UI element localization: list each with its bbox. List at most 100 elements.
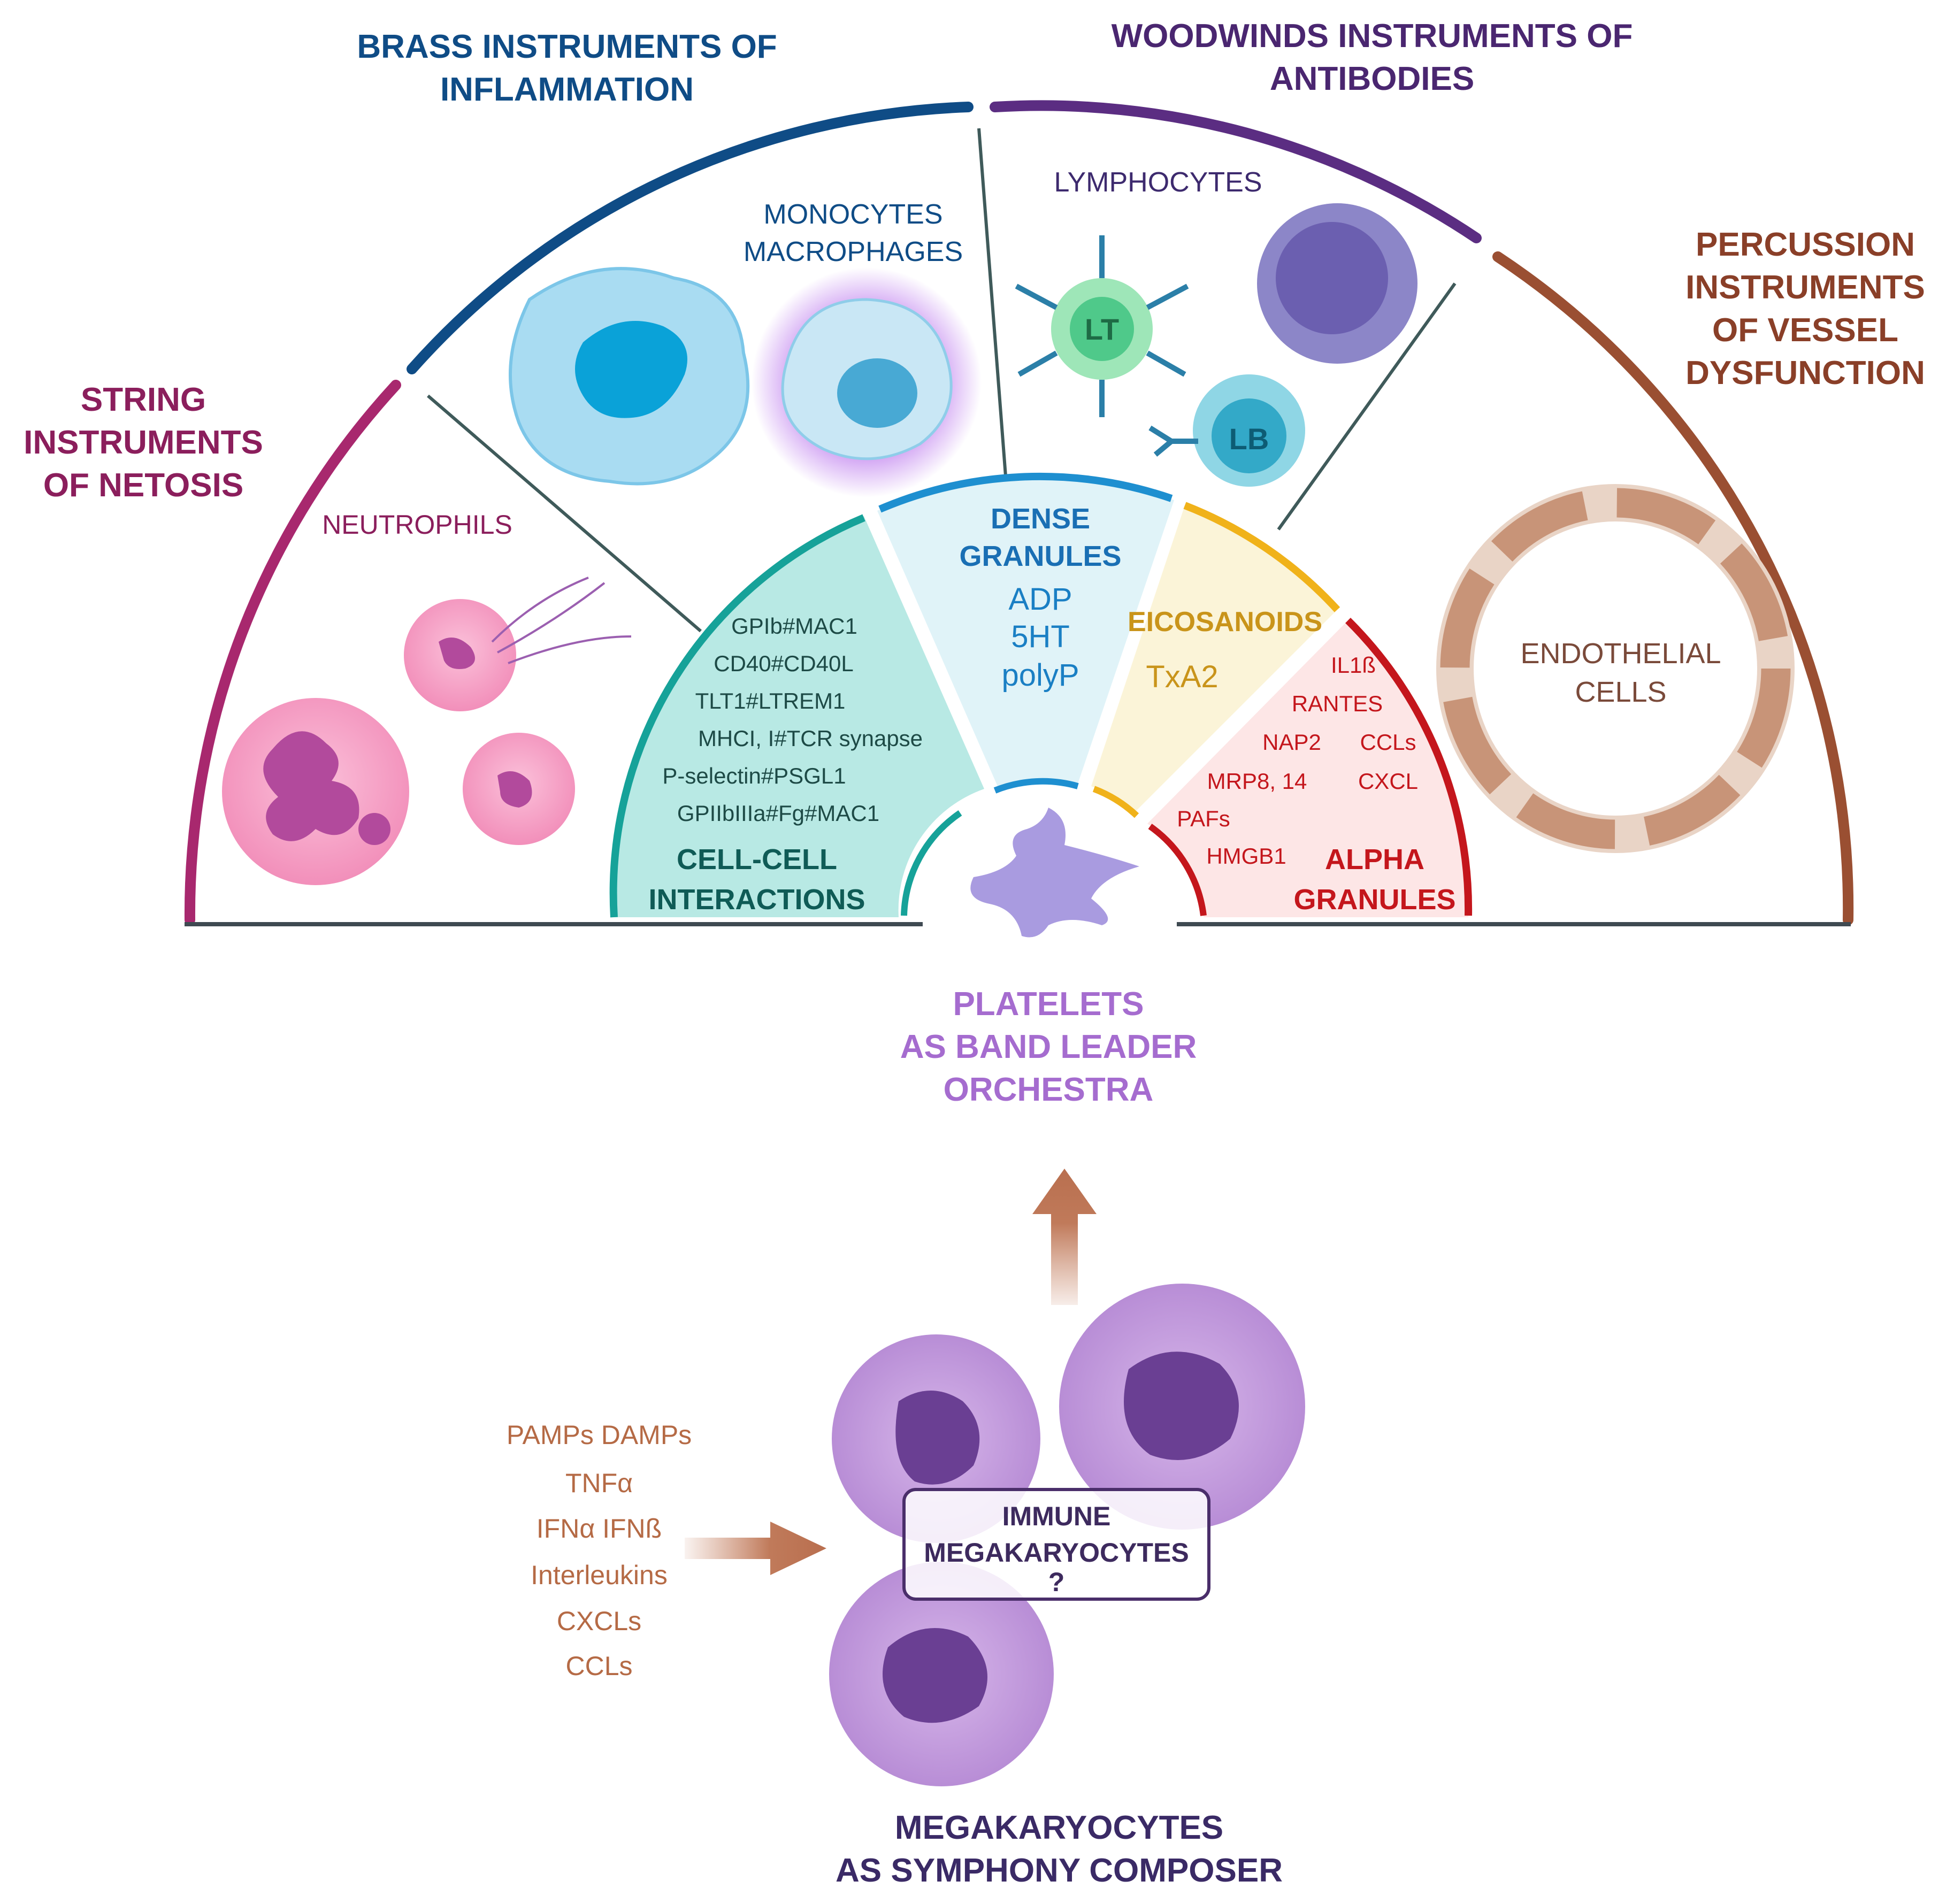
percussion-heading-line-2: INSTRUMENTS [1685,269,1925,306]
cellcell-items: GPIb#MAC1 CD40#CD40L TLT1#LTREM1 MHCI, I… [662,613,923,826]
neutrophils-label: NEUTROPHILS [322,510,512,540]
brass-arc [407,102,974,374]
megakaryocyte-3-icon [829,1562,1054,1786]
percussion-heading-line-1: PERCUSSION [1696,226,1915,263]
monocytes-label-line-1: MONOCYTES [763,199,942,230]
percussion-heading-line-3: OF VESSEL [1712,312,1898,349]
alpha-item: HMGB1 [1206,843,1286,869]
lt-cell-icon [1015,235,1189,417]
monocytes-label-line-2: MACROPHAGES [744,236,963,267]
dense-item: polyP [1001,658,1079,693]
woodwind-heading: WOODWINDS INSTRUMENTS OF ANTIBODIES [1112,18,1633,97]
alpha-item: NAP2 [1262,730,1321,755]
cellcell-item: GPIIbIIIa#Fg#MAC1 [677,801,879,826]
cellcell-inner-arc [901,810,962,916]
dense-items: ADP 5HT polyP [1001,582,1079,693]
alpha-item: PAFs [1177,806,1230,831]
cellcell-item: P-selectin#PSGL1 [662,763,846,788]
endothelial-label: ENDOTHELIAL CELLS [1520,638,1721,708]
divider-string-brass [427,394,702,633]
percussion-arc [1492,251,1854,925]
immune-box-line-1: IMMUNE [1002,1501,1111,1531]
monocytes-label: MONOCYTES MACROPHAGES [744,199,963,267]
percussion-heading: PERCUSSION INSTRUMENTS OF VESSEL DYSFUNC… [1685,226,1925,391]
eicosanoid-arc [1183,502,1340,612]
string-heading-line-3: OF NETOSIS [43,467,243,504]
alpha-sector [1147,620,1469,917]
stimulus-item: TNFα [565,1468,633,1498]
endothelial-ring-icon [1436,484,1795,853]
immune-box-line-2: MEGAKARYOCYTES [924,1538,1189,1568]
megakaryocytes-label-line-1: MEGAKARYOCYTES [895,1809,1223,1846]
alpha-title: ALPHA GRANULES [1293,843,1455,916]
lymphocytes-label: LYMPHOCYTES [1054,167,1262,198]
dense-sector [877,477,1174,786]
divider-brass-woodwind [977,128,1007,477]
brass-heading-line-2: INFLAMMATION [440,71,694,108]
stimulus-item: CXCLs [557,1606,641,1636]
immune-box-line-3: ? [1048,1567,1065,1597]
eicosanoids-title: EICOSANOIDS [1128,606,1322,638]
alpha-title-line-2: GRANULES [1293,884,1455,916]
neutrophil-small-2-icon [463,733,575,845]
right-arrow-icon [685,1522,826,1575]
stimulus-item: IFNα IFNß [537,1514,662,1544]
cellcell-item: MHCI, I#TCR synapse [698,726,923,751]
lb-label: LB [1229,422,1269,456]
stimulus-item: PAMPs DAMPs [507,1420,692,1450]
woodwind-heading-line-2: ANTIBODIES [1270,60,1474,97]
platelets-label: PLATELETS AS BAND LEADER ORCHESTRA [900,986,1197,1108]
stimuli-list: PAMPs DAMPs TNFα IFNα IFNß Interleukins … [507,1420,692,1681]
alpha-inner-arc [1148,824,1207,916]
woodwind-arc [990,100,1482,243]
megakaryocytes-label: MEGAKARYOCYTES AS SYMPHONY COMPOSER [836,1809,1283,1889]
platelets-label-line-2: AS BAND LEADER [900,1028,1197,1065]
woodwind-heading-line-1: WOODWINDS INSTRUMENTS OF [1112,18,1633,55]
neutrophil-small-1-icon [404,599,516,711]
dense-item: 5HT [1011,619,1070,654]
dense-item: ADP [1008,582,1072,617]
cellcell-title-line-2: INTERACTIONS [649,884,865,916]
string-heading-line-2: INSTRUMENTS [24,424,263,461]
cellcell-item: TLT1#LTREM1 [695,688,846,713]
platelets-label-line-1: PLATELETS [953,986,1144,1023]
alpha-item: CXCL [1358,769,1418,794]
dense-arc [878,472,1173,513]
lt-label: LT [1085,312,1119,346]
platelets-label-line-3: ORCHESTRA [944,1071,1154,1108]
net-strands-icon [491,577,632,664]
dense-title: DENSE GRANULES [959,503,1121,572]
alpha-items: IL1ß RANTES NAP2 CCLs MRP8, 14 CXCL PAFs… [1177,652,1418,869]
eicosanoid-sector [1091,505,1337,813]
stimulus-item: Interleukins [531,1560,668,1590]
string-heading-line-1: STRING [81,381,206,418]
string-heading: STRING INSTRUMENTS OF NETOSIS [24,381,263,504]
divider-woodwind-percussion [1277,282,1457,531]
megakaryocytes-label-line-2: AS SYMPHONY COMPOSER [836,1852,1283,1889]
platelet-icon [970,808,1139,938]
lb-cell-icon [1148,374,1305,487]
cellcell-title: CELL-CELL INTERACTIONS [649,843,865,916]
dense-title-line-2: GRANULES [959,540,1121,572]
alpha-item: MRP8, 14 [1207,769,1307,794]
string-arc [184,380,401,925]
endothelial-label-line-1: ENDOTHELIAL [1520,638,1721,670]
megakaryocyte-2-icon [1059,1284,1305,1530]
cellcell-title-line-1: CELL-CELL [677,843,837,876]
brass-heading: BRASS INSTRUMENTS OF INFLAMMATION [357,28,777,108]
immune-box-label: IMMUNE MEGAKARYOCYTES ? [924,1501,1189,1597]
endothelial-label-line-2: CELLS [1575,676,1666,708]
monocyte-icon [509,267,750,486]
immune-megakaryocytes-box [902,1488,1210,1601]
macrophage-icon [752,267,982,497]
cellcell-item: CD40#CD40L [714,651,853,676]
up-arrow-icon [1032,1169,1097,1305]
alpha-title-line-1: ALPHA [1325,843,1424,876]
lymphocyte-large-icon [1257,203,1417,364]
alpha-arc [1345,618,1473,916]
stimulus-item: CCLs [565,1651,632,1681]
dense-title-line-1: DENSE [991,503,1090,535]
neutrophil-large-icon [222,698,409,885]
eicosanoids-item: TxA2 [1146,659,1218,694]
